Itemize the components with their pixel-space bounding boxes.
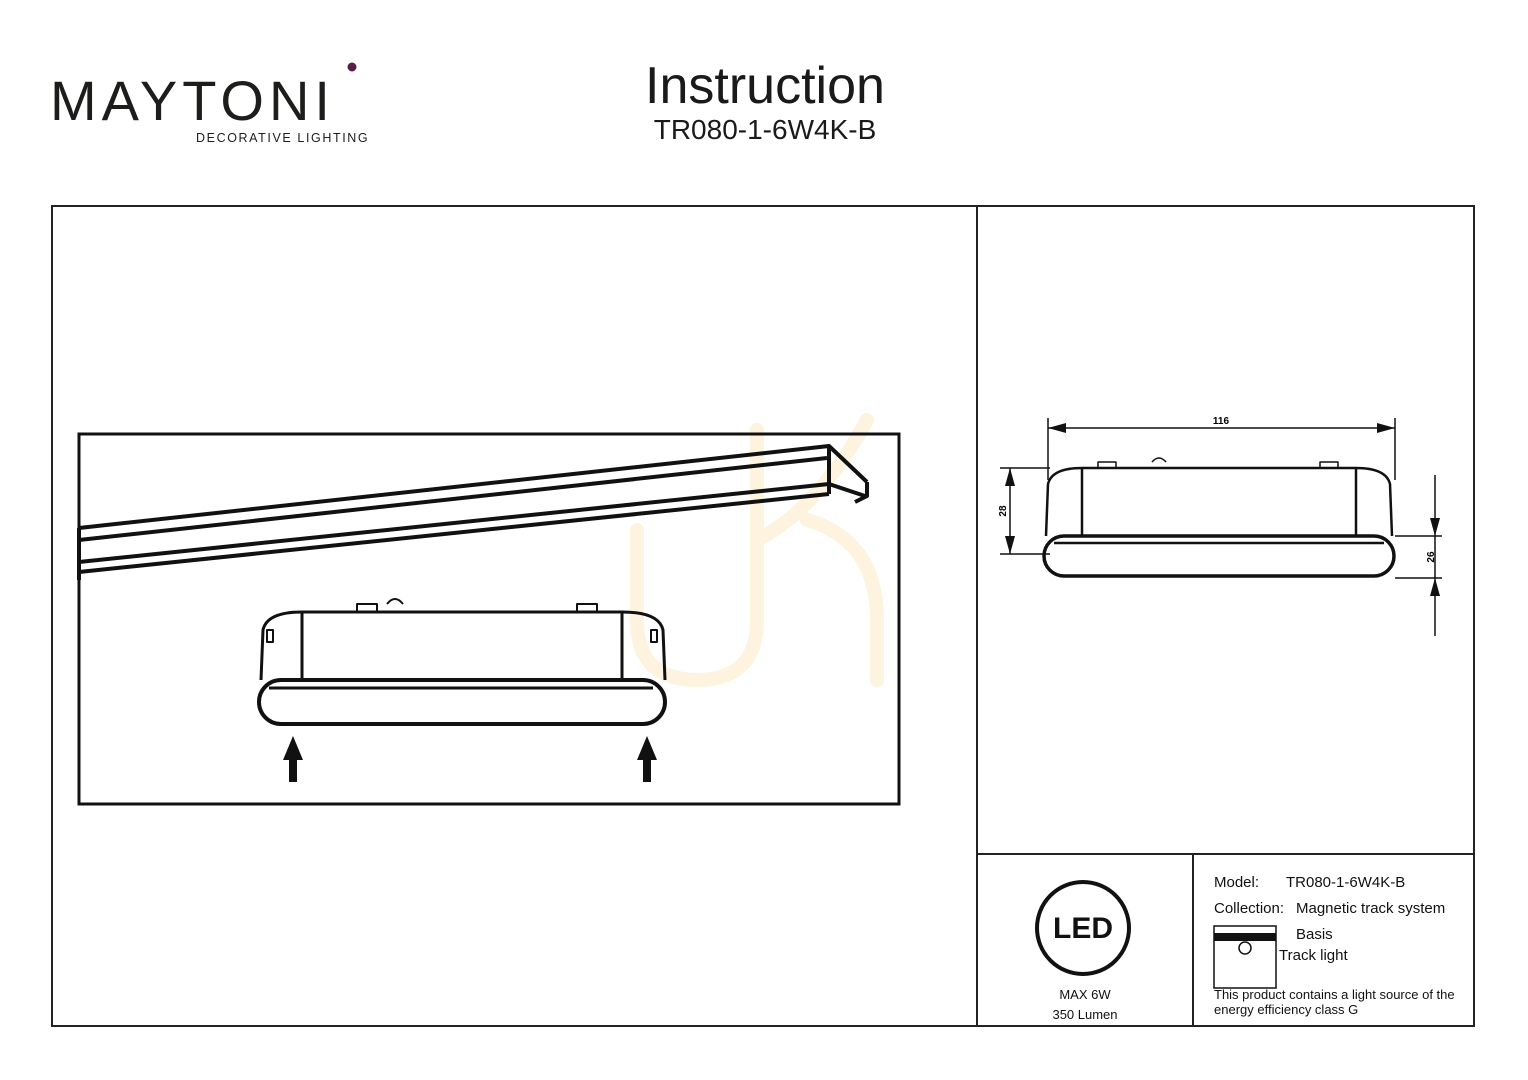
model-value: TR080-1-6W4K-B <box>1286 874 1406 891</box>
frame-divider-horizontal <box>976 853 1475 855</box>
page-subtitle-model: TR080-1-6W4K-B <box>653 114 877 145</box>
height-label: 28 <box>998 505 1009 517</box>
diffuser-height-label: 26 <box>1426 551 1437 563</box>
energy-class-note: This product contains a light source of … <box>1214 987 1455 1017</box>
brand-dot <box>347 62 357 72</box>
arrowhead <box>1430 578 1440 596</box>
magnetic-track <box>77 444 869 580</box>
brand-wordmark: MAYTONI <box>50 69 335 132</box>
luminous-flux: 350 Lumen <box>1052 1007 1118 1022</box>
arrowhead <box>1048 423 1066 433</box>
install-arrow-right <box>637 736 657 782</box>
spec-divider <box>1192 853 1194 1027</box>
arrowhead <box>1430 518 1440 536</box>
arrowhead <box>1005 536 1015 554</box>
inset-box <box>77 432 901 806</box>
content-frame <box>51 205 1475 1027</box>
max-power: MAX 6W <box>1059 987 1111 1002</box>
brand-tagline: DECORATIVE LIGHTING <box>196 131 369 145</box>
track-light-unit <box>257 598 667 726</box>
install-arrow-left <box>283 736 303 782</box>
track-light-dimension-view <box>1042 457 1396 578</box>
dimension-diagram: 116 28 26 <box>998 416 1442 636</box>
arrowhead <box>1377 423 1395 433</box>
model-label: Model: <box>1214 874 1260 891</box>
length-label: 116 <box>1213 416 1230 427</box>
maytoni-logo: MAYTONI DECORATIVE LIGHTING <box>50 62 369 145</box>
product-type: Track light <box>1279 947 1348 964</box>
collection-label: Collection: <box>1214 900 1285 917</box>
series-name: Basis <box>1296 926 1333 943</box>
led-icon: LED <box>1035 880 1131 976</box>
track-light-icon <box>1213 925 1277 989</box>
installation-diagram <box>77 413 901 806</box>
arrowhead <box>1005 468 1015 486</box>
led-icon-text: LED <box>1053 912 1113 945</box>
frame-divider-vertical <box>976 205 978 1027</box>
collection-value: Magnetic track system <box>1296 900 1446 917</box>
page-title: Instruction <box>645 57 885 115</box>
